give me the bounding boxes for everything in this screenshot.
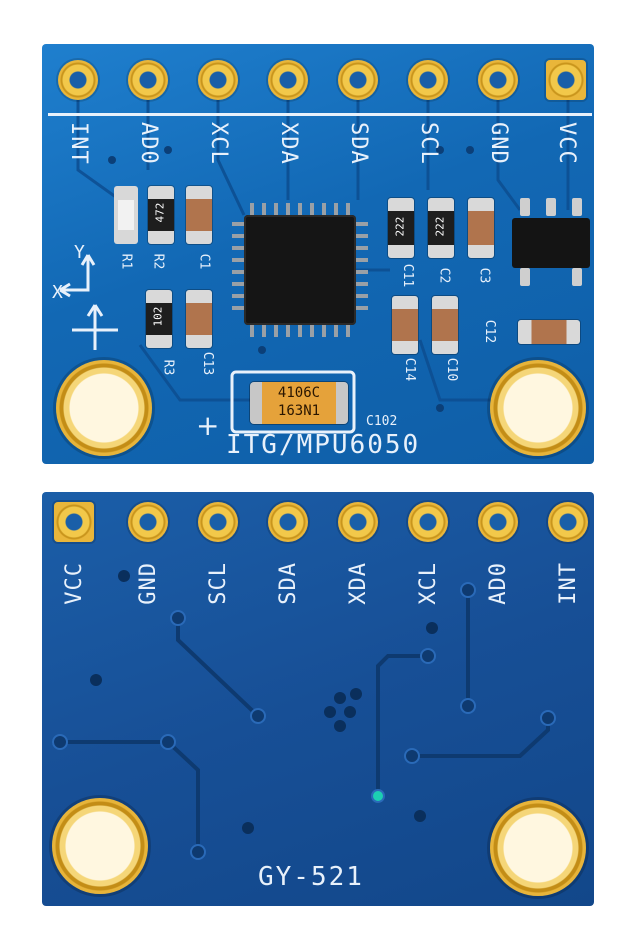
pin-label-scl-top: SCL: [416, 122, 441, 165]
pad-xda-bottom: [338, 502, 378, 542]
capacitor-c1: [186, 186, 212, 244]
pad-ad0-bottom: [478, 502, 518, 542]
resistor-102: [146, 290, 172, 348]
axis-label-y: Y: [74, 242, 85, 263]
axis-label-x: X: [52, 282, 63, 303]
pin-label-xda-top: XDA: [276, 122, 301, 165]
polarity-plus-mark: +: [196, 409, 220, 442]
pin-label-int-top: INT: [66, 122, 91, 165]
pad-sda-top: [338, 60, 378, 100]
pad-xcl-bottom: [408, 502, 448, 542]
tantalum-capacitor: [250, 382, 348, 424]
pad-gnd-bottom: [128, 502, 168, 542]
pad-gnd-top: [478, 60, 518, 100]
pin-label-vcc-bottom: VCC: [62, 562, 87, 605]
regulator-leg: [520, 268, 530, 286]
capacitor-c12: [518, 320, 580, 344]
resistor-222-a: [388, 198, 414, 258]
voltage-regulator: [512, 218, 590, 268]
pin-label-xcl-bottom: XCL: [416, 562, 441, 605]
regulator-leg: [572, 268, 582, 286]
mounting-hole-bottom-right: [490, 800, 586, 896]
resistor-222-b: [428, 198, 454, 258]
tantalum-marking-line2: 163N1: [277, 403, 321, 419]
pin-label-sda-bottom: SDA: [276, 562, 301, 605]
capacitor-c13: [186, 290, 212, 348]
tantalum-marking-line1: 4106C: [277, 385, 321, 401]
regulator-leg: [546, 198, 556, 216]
capacitor-c14: [392, 296, 418, 354]
pin-label-gnd-top: GND: [486, 122, 511, 165]
tantalum-marking: 4106C 163N1: [262, 384, 336, 420]
capacitor-c3: [468, 198, 494, 258]
mpu6050-chip: [244, 215, 356, 325]
pad-vcc-bottom: [54, 502, 94, 542]
mounting-hole-top-right: [490, 360, 586, 456]
pad-int-top: [58, 60, 98, 100]
pin-label-vcc-top: VCC: [554, 122, 579, 165]
pin-label-ad0-bottom: AD0: [486, 562, 511, 605]
pin-label-ad0-top: AD0: [136, 122, 161, 165]
pin-label-sda-top: SDA: [346, 122, 371, 165]
pad-xcl-top: [198, 60, 238, 100]
capacitor-c10: [432, 296, 458, 354]
pad-ad0-top: [128, 60, 168, 100]
regulator-leg: [520, 198, 530, 216]
pad-xda-top: [268, 60, 308, 100]
mounting-hole-bottom-left: [52, 798, 148, 894]
pin-label-xda-bottom: XDA: [346, 562, 371, 605]
pad-scl-bottom: [198, 502, 238, 542]
mounting-hole-top-left: [56, 360, 152, 456]
pin-label-scl-bottom: SCL: [206, 562, 231, 605]
chip-name-label: ITG/MPU6050: [226, 430, 421, 460]
pin-label-gnd-bottom: GND: [136, 562, 161, 605]
pad-vcc-top: [546, 60, 586, 100]
pad-scl-top: [408, 60, 448, 100]
board-model-label: GY-521: [258, 862, 364, 892]
silk-c102: C102: [366, 414, 398, 429]
pad-sda-bottom: [268, 502, 308, 542]
pin-label-int-bottom: INT: [556, 562, 581, 605]
pin-label-xcl-top: XCL: [206, 122, 231, 165]
resistor-472: [148, 186, 174, 244]
regulator-leg: [572, 198, 582, 216]
pad-int-bottom: [548, 502, 588, 542]
